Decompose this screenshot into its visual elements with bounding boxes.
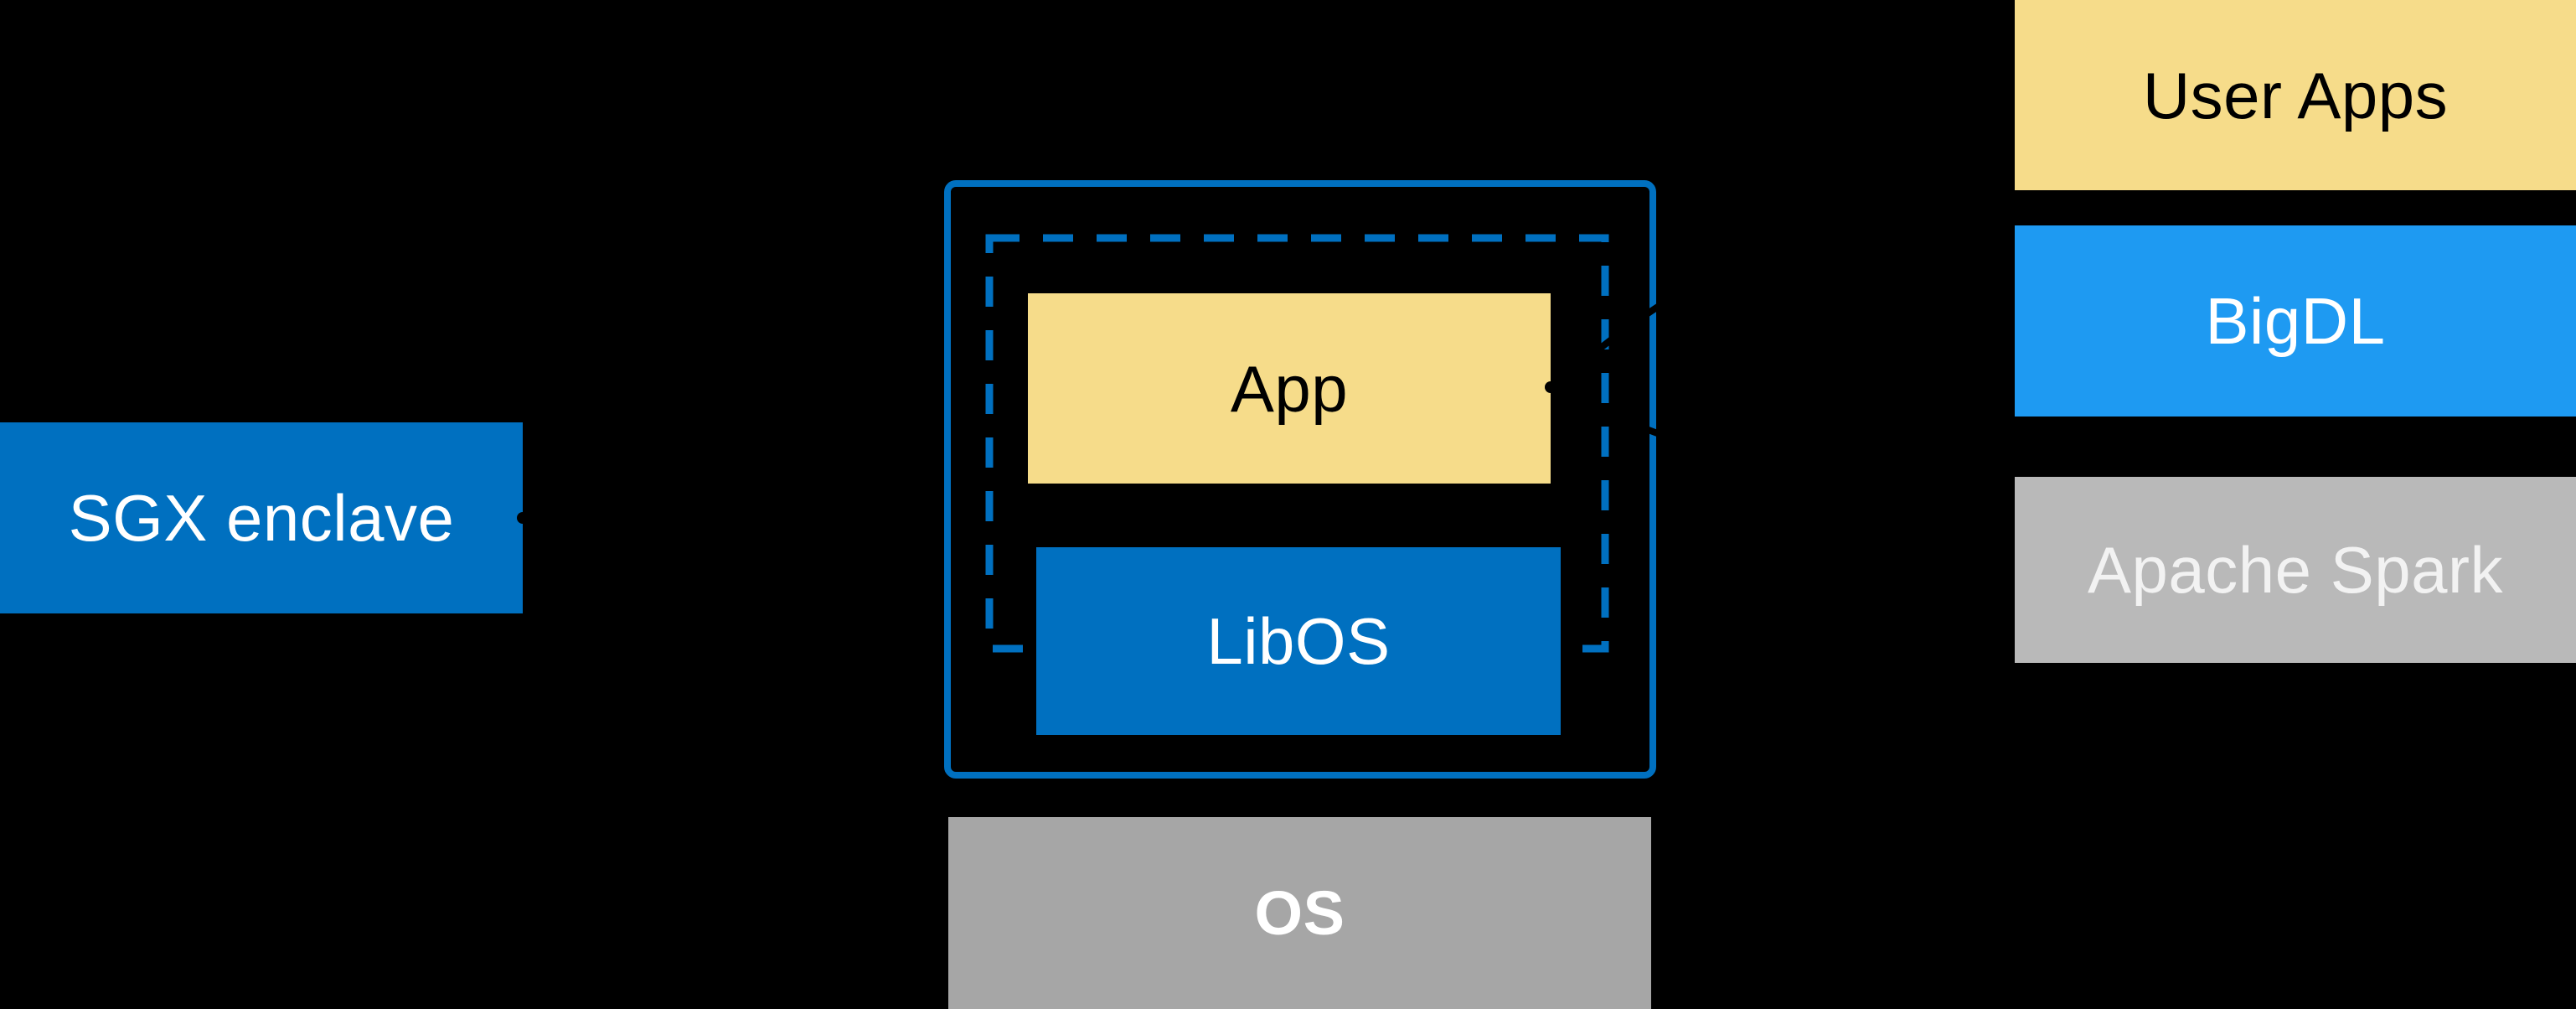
enclave-outer-box bbox=[944, 180, 1656, 779]
os-box: OS bbox=[948, 817, 1651, 1009]
enclave-boundary-dashed-rect bbox=[985, 234, 1609, 653]
os-label: OS bbox=[1254, 877, 1345, 948]
sgx-enclave-box: SGX enclave bbox=[0, 422, 523, 613]
sgx-enclave-label: SGX enclave bbox=[68, 481, 455, 555]
apache-spark-label: Apache Spark bbox=[2088, 533, 2503, 607]
libos-label: LibOS bbox=[1206, 604, 1391, 678]
callout-dot-sgx bbox=[517, 512, 529, 524]
callout-curve-app-lower bbox=[1547, 384, 1888, 477]
user-apps-label: User Apps bbox=[2142, 58, 2449, 132]
apache-spark-box: Apache Spark bbox=[2015, 477, 2576, 663]
user-apps-box: User Apps bbox=[2015, 0, 2576, 190]
bigdl-box: BigDL bbox=[2015, 225, 2576, 417]
callout-curve-sgx bbox=[519, 515, 875, 649]
callout-curve-app-upper bbox=[1547, 244, 1888, 391]
app-label: App bbox=[1230, 351, 1349, 426]
app-box: App bbox=[1028, 293, 1551, 484]
bigdl-label: BigDL bbox=[2205, 284, 2386, 358]
libos-box: LibOS bbox=[1036, 547, 1561, 735]
callout-dot-app bbox=[1545, 381, 1556, 393]
